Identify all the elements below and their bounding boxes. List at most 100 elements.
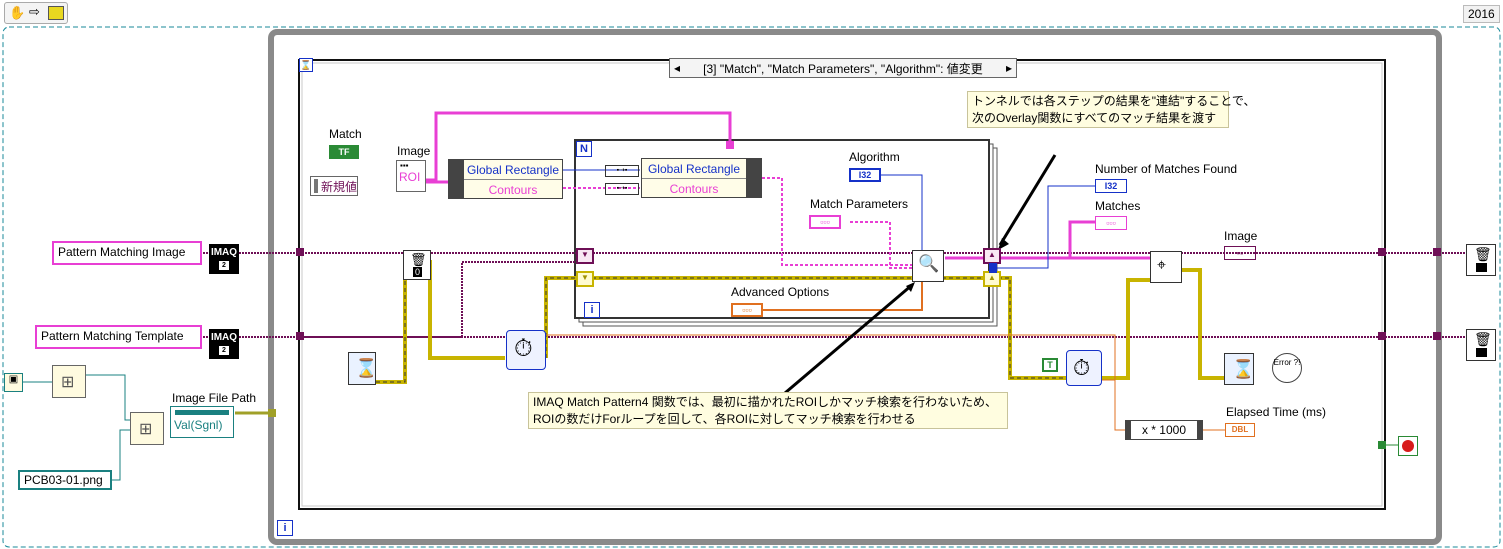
magnifier-icon: 🔍	[918, 254, 940, 273]
shift-register-error: ▼	[576, 271, 594, 287]
shift-register-error-out: ▲	[983, 271, 1001, 287]
dispose-image-node[interactable]: 🗑	[1466, 244, 1496, 276]
match-parameters-label: Match Parameters	[810, 197, 909, 211]
dot-icon: ▪▪▪	[400, 161, 409, 170]
file-name-constant[interactable]: PCB03-01.png	[18, 470, 112, 490]
stop-icon	[1402, 440, 1414, 452]
comment-match-pattern-roi: IMAQ Match Pattern4 関数では、最初に描かれたROIしかマッチ…	[528, 392, 1008, 429]
shift-register-left	[1433, 332, 1441, 340]
case-decrement-icon[interactable]: ◂	[673, 61, 681, 75]
template-tunnel-right	[1378, 332, 1386, 340]
strip-path-node[interactable]: ⊞	[130, 412, 164, 445]
trash-icon: 🗑	[1474, 246, 1492, 262]
overlay-icon: ⌖	[1157, 257, 1167, 274]
index-tunnel-icon: ▪⇢▪	[605, 165, 639, 177]
elapsed-time-indicator: DBL	[1225, 423, 1255, 437]
multiply-expression-node[interactable]: x * 1000	[1125, 420, 1203, 440]
imaq-sub-icon: 2	[219, 261, 229, 270]
imaq-sub-icon	[1476, 348, 1487, 357]
pattern-matching-image-control[interactable]: Pattern Matching Image	[52, 241, 202, 265]
build-path-node[interactable]: ⊞	[52, 365, 86, 398]
number-of-matches-label: Number of Matches Found	[1095, 162, 1238, 176]
dispose-node[interactable]: 🗑 0	[403, 250, 431, 280]
event-structure-icon: ⌛	[299, 58, 313, 72]
path-icon: ⊞	[139, 421, 153, 438]
file-path-constant-icon[interactable]: ▣	[4, 373, 23, 392]
match-boolean-control[interactable]: TF	[329, 145, 359, 159]
path-icon: ⊞	[61, 374, 75, 391]
for-loop-count[interactable]: N	[576, 141, 592, 157]
image-tunnel-right	[1378, 248, 1386, 256]
match-label: Match	[329, 127, 362, 141]
image-out-indicator: ▪▫	[1224, 246, 1256, 260]
shift-register-left	[1433, 248, 1441, 256]
case-label: [3] "Match", "Match Parameters", "Algori…	[703, 61, 983, 76]
case-selector[interactable]: ◂ [3] "Match", "Match Parameters", "Algo…	[669, 58, 1017, 78]
comment-concatenate-tunnel: トンネルでは各ステップの結果を"連結"することで、 次のOverlay関数にすべ…	[967, 91, 1255, 128]
matches-indicator: ▫▫▫	[1095, 216, 1127, 230]
loop-condition-tunnel	[1378, 441, 1386, 449]
elapsed-time-label: Elapsed Time (ms)	[1226, 405, 1327, 419]
algorithm-label: Algorithm	[849, 150, 900, 164]
path-tunnel	[268, 409, 276, 417]
bar-icon	[314, 179, 318, 193]
global-rectangle-field: Global Rectangle	[466, 162, 560, 177]
match-parameters-control[interactable]: ▫▫▫	[809, 215, 841, 229]
zero-constant: 0	[413, 267, 423, 277]
wait-node[interactable]: ⌛	[348, 352, 377, 385]
tick-count-end[interactable]: ⏱	[1066, 350, 1102, 386]
val-sgnl-label: Val(Sgnl)	[174, 418, 223, 432]
stopwatch-icon: ⏱	[514, 335, 533, 362]
imaq-match-pattern-node[interactable]: 🔍	[912, 250, 944, 282]
contours-field: Contours	[642, 178, 746, 198]
image-out-label: Image	[1224, 229, 1258, 243]
imaq-sub-icon	[1476, 263, 1487, 272]
shift-register-image-out: ▲	[983, 248, 1001, 264]
stopwatch-icon: ⏱	[1073, 355, 1091, 380]
overlay-node[interactable]: ⌖	[1150, 251, 1182, 283]
number-of-matches-indicator: I32	[1095, 179, 1127, 193]
trash-icon: 🗑	[410, 252, 427, 267]
image-file-path-label: Image File Path	[172, 391, 257, 405]
contours-field: Contours	[464, 179, 562, 199]
property-bar	[175, 410, 229, 415]
unbundle-roi-node[interactable]: Global Rectangle Contours	[448, 159, 563, 199]
while-loop-index: i	[277, 520, 293, 536]
image-tunnel-left	[296, 248, 304, 256]
template-tunnel-left	[296, 332, 304, 340]
shift-register-image: ▼	[576, 248, 594, 264]
case-dropdown-icon[interactable]: ▸	[1005, 61, 1013, 75]
imaq-sub-icon: 2	[219, 346, 229, 355]
pattern-matching-template-control[interactable]: Pattern Matching Template	[35, 325, 202, 349]
new-value-terminal[interactable]: 新規値	[310, 176, 358, 196]
wait-ms-node[interactable]: ⌛	[1224, 353, 1254, 385]
algorithm-control[interactable]: I32	[849, 168, 881, 182]
trash-icon: 🗑	[1474, 331, 1492, 347]
image-file-path-property[interactable]: Val(Sgnl)	[170, 406, 234, 438]
advanced-options-label: Advanced Options	[731, 285, 830, 299]
dispose-template-node[interactable]: 🗑	[1466, 329, 1496, 361]
global-rectangle-field: Global Rectangle	[647, 161, 741, 176]
highlight-icon[interactable]	[48, 6, 64, 20]
true-constant[interactable]: T	[1042, 358, 1058, 372]
arrow-icon[interactable]: ⇨	[29, 4, 40, 19]
hand-icon[interactable]: ✋	[9, 5, 26, 20]
roi-indicator[interactable]: ▪▪▪ ROI	[396, 160, 426, 192]
hourglass-icon: ⌛	[1232, 359, 1255, 379]
tick-count-start[interactable]: ⏱	[506, 330, 546, 370]
index-tunnel-icon: ▪⇢▪	[605, 183, 639, 195]
error-handler-node[interactable]: Error ?!	[1272, 353, 1302, 383]
version-badge: 2016	[1463, 5, 1500, 23]
roi-text: ROI	[399, 170, 421, 184]
bundle-roi-node[interactable]: Global Rectangle Contours	[641, 158, 762, 198]
image-label: Image	[397, 144, 431, 158]
roi-tunnel-top	[726, 141, 734, 149]
toolbar: ✋ ⇨	[4, 2, 68, 24]
concat-tunnel	[989, 263, 997, 273]
advanced-options-control[interactable]: ▫▫▫	[731, 303, 763, 317]
stop-button-terminal[interactable]	[1398, 436, 1418, 456]
matches-label: Matches	[1095, 199, 1141, 213]
